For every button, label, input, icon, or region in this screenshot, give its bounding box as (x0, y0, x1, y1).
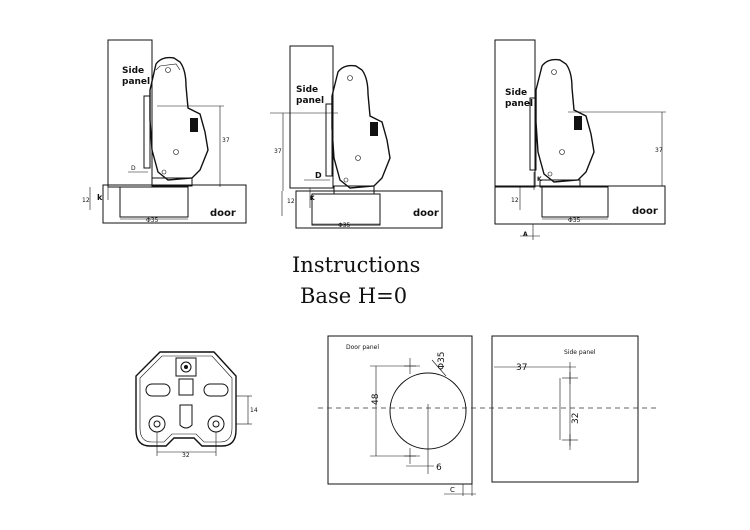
pivot-hole (559, 149, 565, 155)
dim-k: k (97, 193, 103, 202)
slot-left (145, 383, 171, 397)
adjust-screw-housing (175, 357, 197, 377)
plate-outline (135, 351, 237, 447)
side-panel-label-line2: panel (122, 77, 150, 87)
door-label: door (413, 208, 439, 219)
adjust-screw (190, 118, 198, 132)
dim-37: 37 (274, 148, 282, 155)
slot-right (203, 383, 229, 397)
pivot-hole (347, 75, 353, 81)
door-label: door (632, 206, 658, 217)
dim-k: K (537, 176, 542, 183)
side-panel-template-label: Side panel (564, 349, 596, 356)
keyhole-slot (179, 404, 193, 429)
hinge-arm (535, 58, 595, 183)
dim-12: 12 (287, 198, 295, 205)
center-slot (178, 378, 194, 396)
cup-hole-diameter: Φ35 (437, 351, 447, 370)
pivot-hole (173, 149, 179, 155)
door-board (494, 185, 666, 225)
adjust-screw-icon (180, 361, 192, 373)
plate-width-dim: 32 (182, 452, 190, 459)
door-panel-frame (327, 335, 473, 485)
pivot-hole (551, 69, 557, 75)
pivot-hole (547, 171, 553, 177)
base-h-label: Base H=0 (300, 284, 407, 308)
dim-a: A (523, 231, 528, 238)
side-panel-board (494, 39, 536, 188)
dim-c: C (450, 486, 455, 494)
screw-hole-right (207, 415, 225, 433)
door-label: door (210, 208, 236, 219)
dim-6: 6 (436, 463, 442, 473)
hinge-cup-rim (151, 177, 193, 187)
pivot-hole (165, 67, 171, 73)
dim-k: K (310, 195, 315, 202)
pivot-hole (355, 155, 361, 161)
door-panel-label: Door panel (346, 344, 379, 351)
dim-37: 37 (655, 147, 663, 154)
side-panel-label-line1: Side (296, 85, 318, 95)
door-panel-template: Door panel Φ35 48 6 C (327, 335, 476, 496)
dim-12: 12 (511, 197, 519, 204)
cup-diameter-label: Φ35 (568, 217, 581, 224)
instructions-title: Instructions (292, 253, 420, 277)
adjust-screw (370, 122, 378, 136)
mounting-plate-view: 32 14 (135, 351, 258, 459)
dim-32: 32 (571, 413, 581, 424)
installation-view-1: Side panel door Φ35 37 D k 12 (82, 39, 247, 224)
side-panel-label-line1: Side (505, 88, 527, 98)
mounting-plate (143, 95, 151, 169)
dim-d: D (315, 171, 322, 180)
side-panel-frame (491, 335, 639, 483)
pivot-hole (343, 177, 349, 183)
screw-hole-left (148, 415, 166, 433)
side-panel-board (289, 45, 334, 189)
hinge-arm (149, 56, 209, 181)
cup-diameter-label: Φ35 (338, 222, 351, 229)
dim-12: 12 (82, 197, 90, 204)
adjust-screw (574, 116, 582, 130)
dim-37: 37 (516, 363, 527, 373)
installation-view-2: Side panel door Φ35 37 D K 12 (270, 45, 443, 229)
door-board (102, 184, 247, 224)
mounting-plate (529, 97, 537, 171)
side-panel-label-line2: panel (505, 99, 533, 109)
door-board (295, 190, 443, 229)
hinge-cup (541, 186, 609, 218)
side-panel-template: Side panel 37 32 (491, 335, 639, 483)
side-panel-board (107, 39, 153, 188)
installation-view-3: Side panel door Φ35 37 K A 12 (494, 39, 666, 240)
hinge-arm (331, 64, 391, 189)
hinge-cup (119, 186, 189, 218)
dim-48: 48 (371, 393, 381, 405)
dim-d: D (131, 165, 136, 172)
side-panel-label-line1: Side (122, 66, 144, 76)
plate-height-dim: 14 (250, 407, 258, 414)
side-panel-label-line2: panel (296, 96, 324, 106)
pivot-hole (161, 169, 167, 175)
hinge-cup (311, 193, 381, 226)
cup-diameter-label: Φ35 (146, 217, 159, 224)
dim-37: 37 (222, 137, 230, 144)
mounting-plate (325, 103, 333, 177)
